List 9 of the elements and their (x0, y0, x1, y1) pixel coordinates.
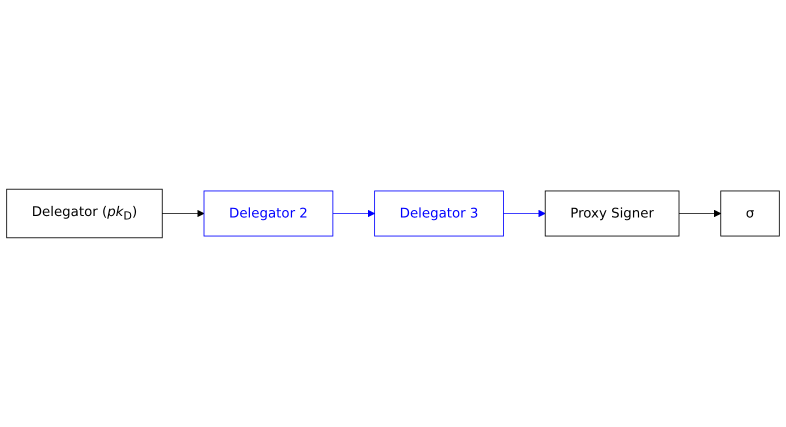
arrow (162, 210, 204, 218)
process-box: σ (720, 190, 780, 236)
process-box: Delegator (pk$_{D}$) (6, 188, 163, 238)
arrow (332, 210, 375, 218)
arrow (678, 210, 722, 218)
process-box: Proxy Signer (544, 190, 680, 236)
process-box: Delegator 3 (374, 190, 504, 236)
arrow (503, 210, 546, 218)
process-box: Delegator 2 (204, 190, 334, 236)
